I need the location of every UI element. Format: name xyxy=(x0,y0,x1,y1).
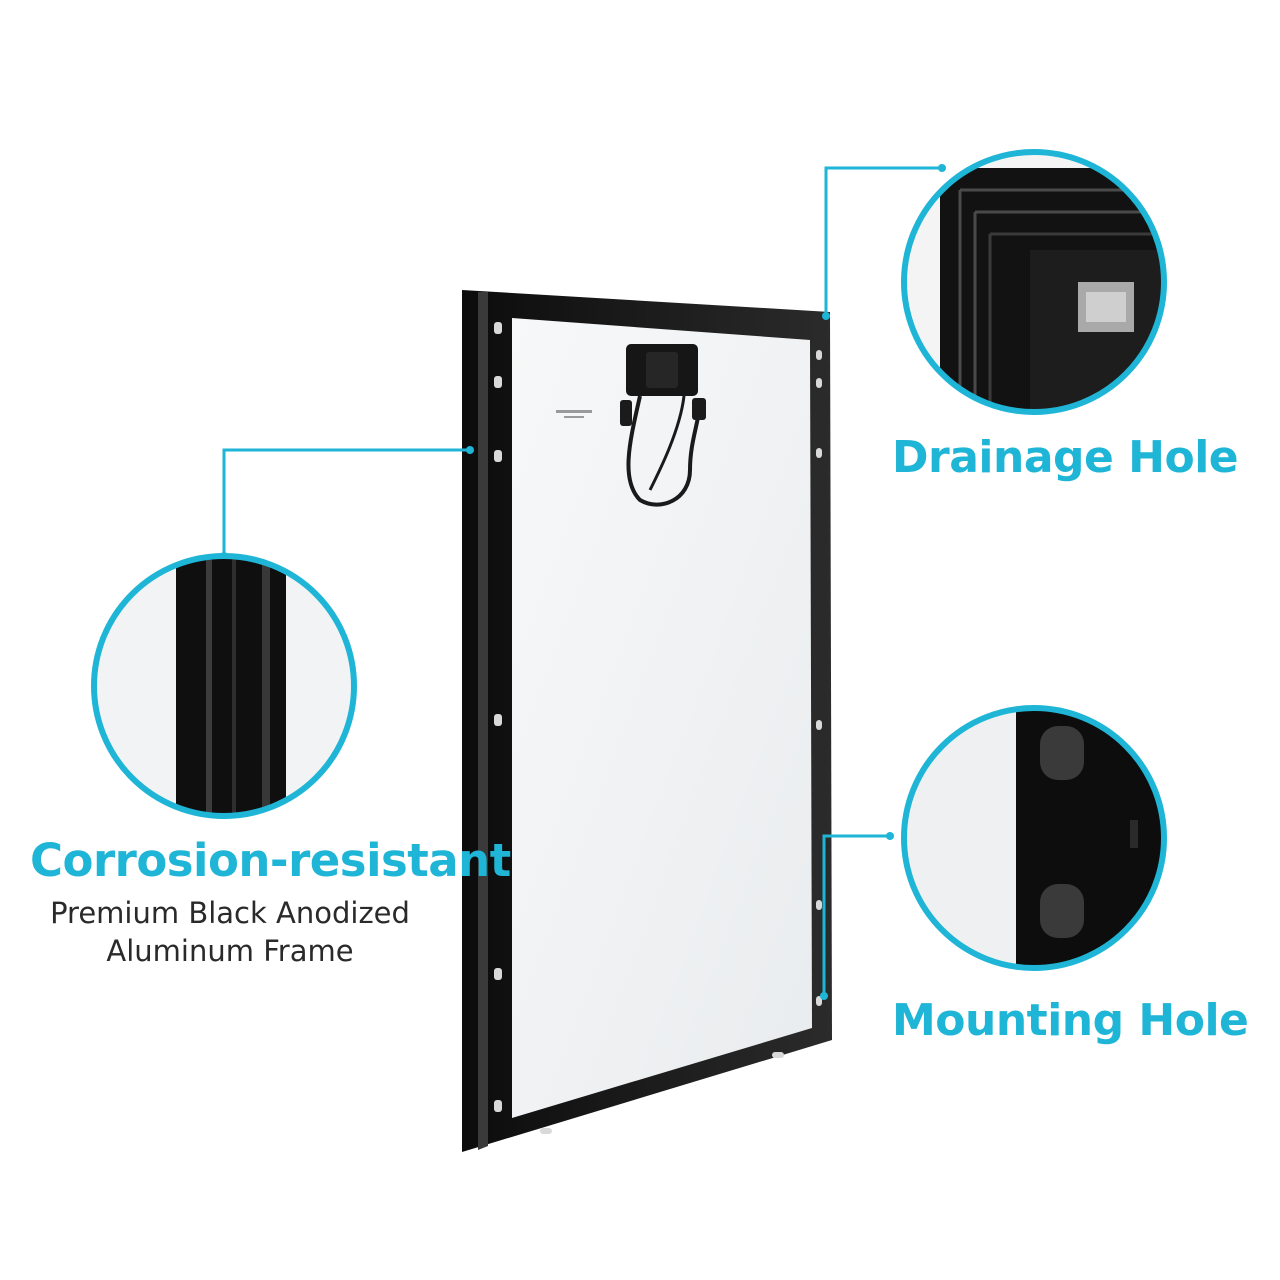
leader-lines xyxy=(222,166,942,996)
panel-frame xyxy=(462,290,832,1152)
frame-profile-closeup xyxy=(91,553,357,819)
frame-description-line1: Premium Black Anodized xyxy=(50,896,410,930)
mounting-hole-title: Mounting Hole xyxy=(892,995,1249,1046)
mounting-hole-closeup xyxy=(901,705,1167,971)
drainage-hole-closeup xyxy=(901,149,1167,415)
corrosion-resistant-title: Corrosion-resistant xyxy=(30,834,511,887)
frame-description: Premium Black Anodized Aluminum Frame xyxy=(40,894,420,970)
drainage-hole-title: Drainage Hole xyxy=(892,432,1239,483)
panel-backsheet xyxy=(512,318,812,1118)
junction-box xyxy=(620,344,706,507)
frame-description-line2: Aluminum Frame xyxy=(106,934,354,968)
